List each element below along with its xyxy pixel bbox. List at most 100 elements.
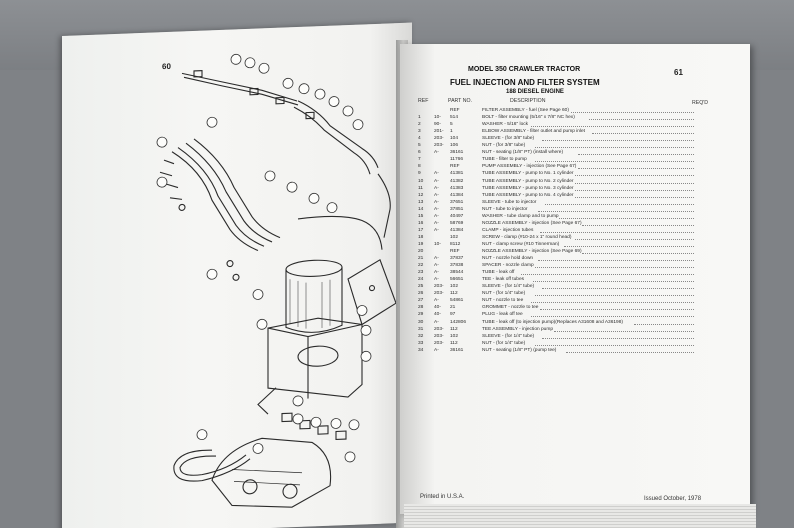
leader-dots bbox=[558, 214, 694, 219]
part-description: BOLT - filter mounting (5/16" x 7/8" NC … bbox=[482, 115, 575, 121]
part-ref: 4 bbox=[418, 136, 421, 142]
leader-dots bbox=[535, 157, 694, 163]
leader-dots bbox=[575, 171, 694, 177]
part-description: NUT - seating (1/8" PT) (pump tee) bbox=[482, 347, 557, 353]
part-ref: 34 bbox=[418, 347, 424, 353]
part-ref: 20 bbox=[418, 249, 424, 254]
part-ref: 19 bbox=[418, 241, 424, 247]
part-ref: 28 bbox=[418, 305, 424, 311]
right-page-number: 61 bbox=[674, 68, 683, 77]
part-prefix: A- bbox=[434, 319, 439, 325]
diagram-injector-tubes bbox=[171, 151, 259, 251]
part-description: NOZZLE ASSEMBLY - injection (See Page 69… bbox=[482, 249, 582, 254]
part-prefix: A- bbox=[434, 220, 439, 226]
part-number: 41383 bbox=[450, 185, 464, 191]
part-description: NUT - (for 3/8" tube) bbox=[482, 143, 526, 149]
leader-dots bbox=[575, 235, 694, 240]
part-ref: 10 bbox=[418, 178, 424, 184]
leader-dots bbox=[582, 221, 694, 226]
section-title: FUEL INJECTION AND FILTER SYSTEM bbox=[450, 78, 600, 87]
part-ref: 17 bbox=[418, 227, 424, 233]
part-ref: 27 bbox=[418, 298, 424, 304]
part-description: NUT - (for 1/4" tube) bbox=[482, 340, 526, 346]
leader-dots bbox=[544, 200, 694, 205]
part-ref: 13 bbox=[418, 199, 424, 205]
part-description: SPACER - nozzle clamp bbox=[482, 263, 534, 269]
diagram-injection-pump bbox=[211, 437, 332, 508]
leader-dots bbox=[533, 277, 694, 283]
part-description: SLEEVE - tube to injector bbox=[482, 199, 537, 205]
col-reqd-header: REQ'D bbox=[692, 100, 708, 106]
part-ref: 30 bbox=[418, 319, 424, 325]
part-prefix: A- bbox=[434, 213, 439, 219]
part-number: 58769 bbox=[450, 220, 464, 226]
part-number: 112 bbox=[450, 326, 458, 332]
part-ref: 25 bbox=[418, 284, 424, 290]
leader-dots bbox=[575, 186, 694, 191]
part-description: PUMP ASSEMBLY - injection (See Page 67) bbox=[482, 164, 577, 170]
leader-dots bbox=[542, 334, 694, 339]
part-ref: 6 bbox=[418, 150, 421, 156]
part-number: REF bbox=[450, 249, 460, 254]
part-number: 37851 bbox=[450, 206, 464, 212]
col-description-header: DESCRIPTION bbox=[510, 98, 546, 104]
part-ref: 11 bbox=[418, 185, 423, 191]
part-description: NUT - clamp screw (#10 Tinnerman) bbox=[482, 241, 560, 247]
part-prefix: A- bbox=[434, 270, 439, 276]
part-prefix: 10- bbox=[434, 241, 441, 247]
part-prefix: 10- bbox=[434, 115, 441, 121]
part-prefix: 203- bbox=[434, 143, 444, 149]
part-prefix: A- bbox=[434, 185, 439, 191]
part-prefix: 203- bbox=[434, 291, 444, 297]
leader-dots bbox=[565, 348, 694, 353]
leader-dots bbox=[540, 305, 694, 311]
leader-dots bbox=[591, 129, 694, 135]
part-description: GROMMET - nozzle to tee bbox=[482, 305, 539, 311]
part-description: TEE - leak off tubes bbox=[482, 277, 525, 283]
part-description: SCREW - clamp (#10-24 x 1" round head) bbox=[482, 234, 572, 240]
part-ref: 24 bbox=[418, 277, 424, 283]
leader-dots bbox=[530, 122, 694, 128]
part-prefix: A- bbox=[434, 227, 439, 233]
part-number: 102 bbox=[450, 333, 459, 339]
part-number: 142806 bbox=[450, 319, 467, 325]
part-description: TUBE - leak off bbox=[482, 270, 515, 276]
diagram-filter-housing bbox=[267, 317, 363, 398]
part-description: TEE ASSEMBLY - injection pump bbox=[482, 326, 554, 332]
footer-printed: Printed in U.S.A. bbox=[420, 494, 465, 500]
part-ref: 14 bbox=[418, 206, 424, 212]
part-description: WASHER - 5/16" lock bbox=[482, 122, 529, 128]
part-ref: 7 bbox=[418, 157, 421, 163]
part-prefix: A- bbox=[434, 192, 439, 198]
part-ref: 32 bbox=[418, 333, 424, 339]
part-ref: 12 bbox=[418, 192, 424, 198]
part-number: 102 bbox=[450, 234, 459, 240]
part-number: 112 bbox=[450, 291, 458, 297]
part-ref: 26 bbox=[418, 291, 424, 297]
part-number: 11766 bbox=[450, 157, 463, 163]
leader-dots bbox=[589, 115, 694, 121]
left-page: 60 bbox=[62, 22, 412, 528]
footer-issued: Issued October, 1978 bbox=[644, 496, 702, 502]
leader-dots bbox=[521, 270, 694, 276]
part-ref: 1 bbox=[418, 115, 421, 121]
part-number: 37651 bbox=[450, 199, 464, 205]
diagram-bracket bbox=[347, 258, 397, 326]
col-ref-header: REF bbox=[418, 98, 429, 104]
part-number: 97 bbox=[450, 312, 456, 318]
